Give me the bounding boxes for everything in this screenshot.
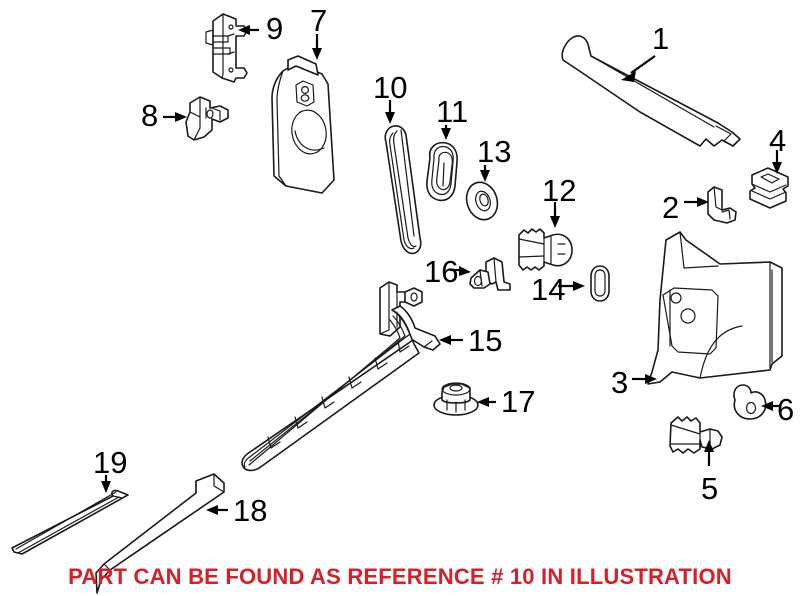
- part-19-edge-trim-strip: [11, 489, 129, 555]
- part-2-retainer-clip: [707, 186, 737, 224]
- part-4-square-pad-clip: [749, 167, 789, 209]
- callout-label-14[interactable]: 14: [531, 272, 566, 307]
- part-15-door-sill-plate: [241, 281, 441, 472]
- reference-footer-note: PART CAN BE FOUND AS REFERENCE # 10 IN I…: [68, 564, 732, 589]
- callout-label-19[interactable]: 19: [93, 445, 128, 480]
- callout-label-3[interactable]: 3: [611, 365, 629, 400]
- part-8-trim-bracket-clip: [185, 96, 229, 141]
- callout-label-8[interactable]: 8: [141, 98, 159, 133]
- part-12-trim-screw: [518, 228, 573, 271]
- callout-label-17[interactable]: 17: [501, 384, 536, 419]
- callout-label-16[interactable]: 16: [424, 254, 459, 289]
- part-9-seatbelt-guide-bracket: [205, 13, 248, 83]
- part-11-oval-trim-cap: [426, 141, 458, 202]
- callout-label-15[interactable]: 15: [468, 323, 503, 358]
- callout-label-13[interactable]: 13: [477, 134, 512, 169]
- part-14-oval-plug: [590, 265, 610, 302]
- callout-label-9[interactable]: 9: [266, 11, 284, 46]
- part-10-weatherstrip-seal: [384, 125, 422, 255]
- leader-lines: [101, 25, 782, 515]
- callout-label-12[interactable]: 12: [542, 173, 577, 208]
- part-6-round-cap-plug: [733, 384, 767, 420]
- callout-label-18[interactable]: 18: [233, 493, 268, 528]
- part-17-grommet-nut: [433, 382, 479, 416]
- part-18-lower-sill-molding: [95, 473, 225, 594]
- part-5-push-pin-fastener: [669, 416, 723, 454]
- part-13-washer-grommet: [465, 181, 499, 221]
- callout-label-7[interactable]: 7: [310, 3, 328, 38]
- part-16-angled-mount-clip: [469, 257, 511, 291]
- callout-label-10[interactable]: 10: [373, 70, 408, 105]
- callout-label-6[interactable]: 6: [777, 392, 795, 427]
- callout-label-1[interactable]: 1: [652, 21, 670, 56]
- part-3-b-pillar-lower-trim-panel: [647, 231, 783, 385]
- callout-label-11[interactable]: 11: [436, 94, 469, 129]
- callout-label-5[interactable]: 5: [701, 471, 719, 506]
- callout-label-4[interactable]: 4: [769, 123, 787, 158]
- part-1-a-pillar-trim-panel: [561, 35, 741, 147]
- part-7-b-pillar-upper-trim-panel: [271, 55, 335, 194]
- callout-label-2[interactable]: 2: [662, 190, 680, 225]
